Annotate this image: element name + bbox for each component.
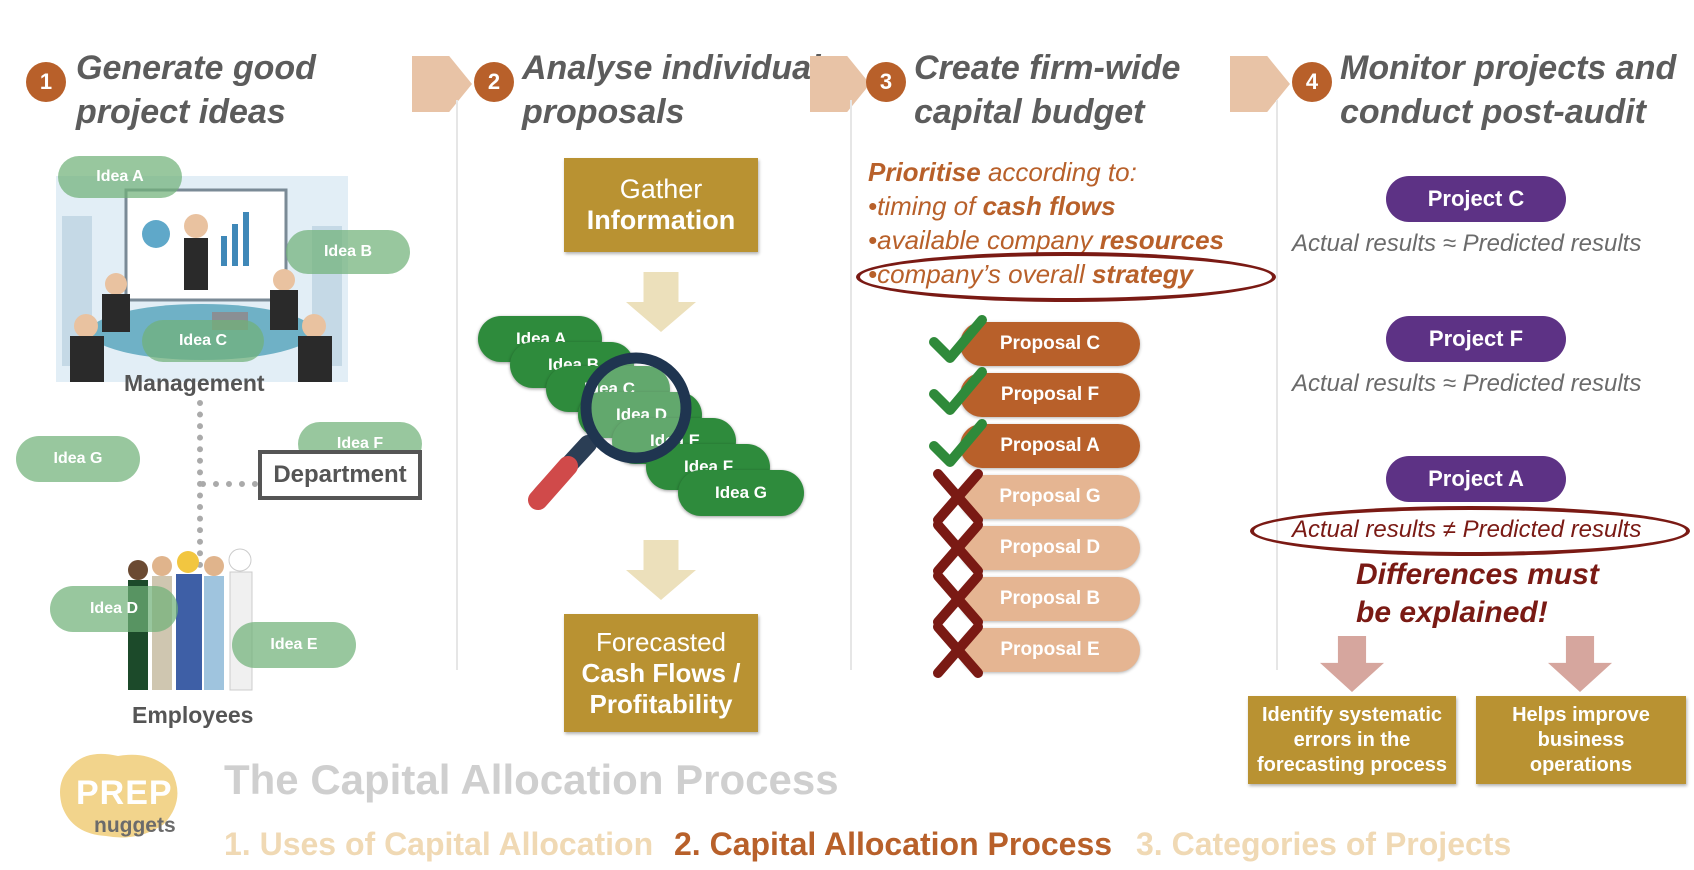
presentation-title: The Capital Allocation Process	[224, 756, 839, 803]
step-3-title: Create firm-wide capital budget	[914, 49, 1181, 131]
proposal-item: Proposal A	[960, 424, 1140, 468]
logo-nuggets-text: nuggets	[94, 814, 176, 837]
forecasted-cash-flows-box: Forecasted Cash Flows / Profitability	[564, 614, 758, 732]
prioritise-word: Prioritise	[868, 157, 981, 187]
org-connector-horizontal	[200, 481, 258, 487]
strategy-highlight-ellipse	[856, 252, 1276, 302]
step-4-title: Monitor projects and conduct post-audit	[1340, 49, 1677, 131]
proposal-item: Proposal F	[960, 373, 1140, 417]
arrow-right-icon	[412, 56, 472, 112]
project-result-text: Actual results ≈ Predicted results	[1292, 230, 1642, 257]
differences-line1: Differences must	[1356, 558, 1599, 591]
checkmark-icon	[929, 367, 987, 415]
systematic-errors-box: Identify systematic errors in the foreca…	[1248, 696, 1456, 784]
checkmark-icon	[929, 419, 987, 467]
management-label: Management	[124, 370, 265, 396]
prep-nuggets-logo: PREP nuggets	[54, 748, 188, 848]
gather-information-box: Gather Information	[564, 158, 758, 252]
prioritise-heading: Prioritise according to:	[868, 156, 1137, 189]
criteria-1-bold: cash flows	[982, 191, 1116, 221]
step-3-number: 3	[866, 62, 906, 102]
logo-prep-text: PREP	[76, 774, 173, 812]
checkmark-icon	[929, 315, 987, 363]
column-divider	[1276, 100, 1278, 670]
mismatch-highlight-ellipse	[1250, 506, 1690, 556]
criteria-2-text: •available company	[868, 225, 1100, 255]
cross-icon	[933, 622, 983, 678]
department-box: Department	[258, 450, 422, 500]
nav-link-categories[interactable]: 3. Categories of Projects	[1136, 826, 1512, 862]
criteria-cash-flows: •timing of cash flows	[868, 190, 1116, 223]
column-divider	[456, 100, 458, 670]
improve-operations-box: Helps improve business operations	[1476, 696, 1686, 784]
gather-line1: Gather	[619, 174, 703, 204]
differences-line2: be explained!	[1356, 596, 1548, 629]
idea-e-bubble: Idea E	[232, 622, 356, 668]
nav-link-process[interactable]: 2. Capital Allocation Process	[674, 826, 1113, 862]
forecast-line1: Forecasted	[595, 626, 727, 657]
proposal-item: Proposal B	[960, 577, 1140, 621]
project-badge: Project A	[1386, 456, 1566, 502]
step-1-title: Generate good project ideas	[76, 49, 316, 131]
project-badge: Project F	[1386, 316, 1566, 362]
prioritise-rest: according to:	[980, 157, 1137, 187]
down-arrow-icon	[626, 540, 696, 600]
proposal-item: Proposal G	[960, 475, 1140, 519]
proposal-item: Proposal C	[960, 322, 1140, 366]
gather-line2: Information	[586, 205, 736, 235]
cross-icon	[933, 469, 983, 525]
forecast-line3: Profitability	[589, 688, 733, 719]
proposal-item: Proposal D	[960, 526, 1140, 570]
arrow-right-icon	[1230, 56, 1290, 112]
idea-c-bubble: Idea C	[142, 320, 264, 362]
arrow-right-icon	[810, 56, 870, 112]
differences-note: Differences must be explained!	[1356, 556, 1599, 632]
step-2-title: Analyse individual proposals	[522, 49, 821, 131]
cross-icon	[933, 571, 983, 627]
idea-g-bubble: Idea G	[16, 436, 140, 482]
employees-label: Employees	[132, 702, 254, 728]
project-result-text: Actual results ≈ Predicted results	[1292, 370, 1642, 397]
magnifying-glass-icon	[526, 344, 706, 524]
criteria-2-bold: resources	[1099, 225, 1224, 255]
cross-icon	[933, 520, 983, 576]
column-divider	[850, 100, 852, 670]
down-arrow-icon	[626, 272, 696, 332]
idea-b-bubble: Idea B	[286, 230, 410, 274]
criteria-1-text: •timing of	[868, 191, 983, 221]
down-arrow-icon	[1320, 636, 1384, 692]
idea-d-bubble: Idea D	[50, 586, 178, 632]
proposal-item: Proposal E	[960, 628, 1140, 672]
idea-a-bubble: Idea A	[58, 156, 182, 198]
forecast-line2: Cash Flows /	[581, 657, 741, 688]
down-arrow-icon	[1548, 636, 1612, 692]
step-4-number: 4	[1292, 62, 1332, 102]
nav-link-uses[interactable]: 1. Uses of Capital Allocation	[224, 826, 654, 862]
criteria-resources: •available company resources	[868, 224, 1224, 257]
step-1-number: 1	[26, 62, 66, 102]
step-2-number: 2	[474, 62, 514, 102]
project-badge: Project C	[1386, 176, 1566, 222]
idea-g-stack-bubble: Idea G	[678, 470, 804, 516]
